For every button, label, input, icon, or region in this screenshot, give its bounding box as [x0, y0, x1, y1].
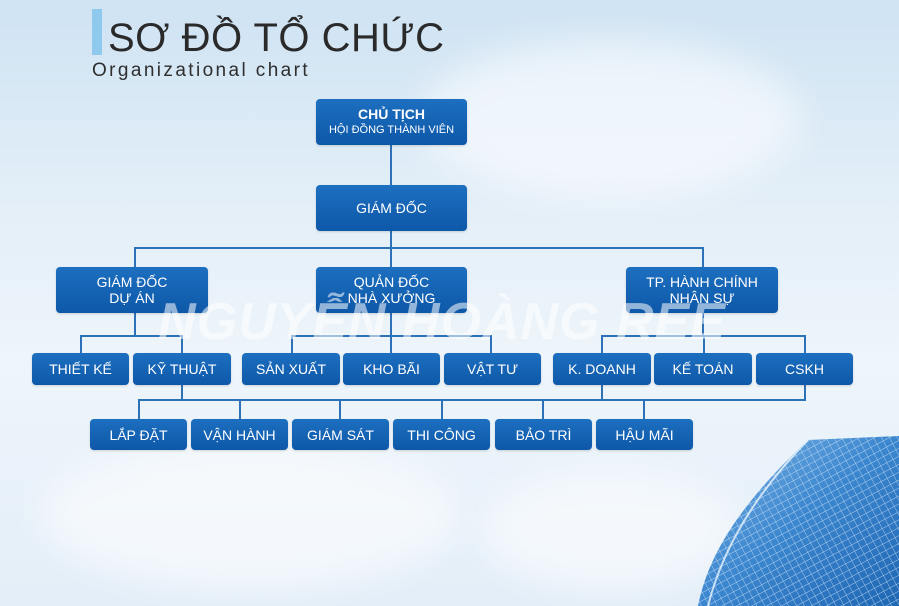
org-node-operation: VẬN HÀNH	[191, 419, 288, 450]
org-node-after-sales: HẬU MÃI	[596, 419, 693, 450]
connector-line	[134, 247, 136, 268]
connector-line	[702, 312, 704, 336]
org-node-design: THIẾT KẾ	[32, 353, 129, 385]
node-subtitle: NHÂN SỰ	[669, 290, 735, 306]
org-node-maintenance: BẢO TRÌ	[495, 419, 592, 450]
connector-line	[80, 335, 182, 337]
page-title: SƠ ĐỒ TỔ CHỨC	[108, 16, 445, 60]
org-node-accounting: KẾ TOÁN	[654, 353, 752, 385]
node-title: LẮP ĐẶT	[109, 426, 168, 443]
connector-line	[601, 335, 603, 354]
org-node-factory-manager: QUẢN ĐỐC NHÀ XƯỞNG	[316, 267, 467, 313]
node-title: THIẾT KẾ	[49, 361, 112, 377]
connector-line	[138, 399, 140, 419]
node-title: KẾ TOÁN	[672, 361, 734, 377]
org-node-project-director: GIÁM ĐỐC DỰ ÁN	[56, 267, 208, 313]
connector-line	[542, 399, 544, 419]
connector-line	[181, 384, 183, 400]
connector-line	[390, 335, 392, 354]
connector-line	[390, 144, 392, 186]
org-node-chairman: CHỦ TỊCH HỘI ĐỒNG THÀNH VIÊN	[316, 99, 467, 145]
connector-line	[390, 247, 392, 268]
org-node-supervision: GIÁM SÁT	[292, 419, 389, 450]
connector-line	[601, 384, 603, 400]
connector-line	[80, 335, 82, 354]
title-accent-bar	[92, 9, 102, 55]
node-title: KỸ THUẬT	[147, 361, 217, 377]
node-subtitle: HỘI ĐỒNG THÀNH VIÊN	[328, 124, 455, 136]
page-subtitle: Organizational chart	[92, 60, 311, 81]
org-node-materials: VẬT TƯ	[444, 353, 541, 385]
connector-line	[134, 247, 704, 249]
connector-line	[181, 335, 183, 354]
org-node-director: GIÁM ĐỐC	[316, 185, 467, 231]
node-title: CHỦ TỊCH	[358, 106, 425, 122]
connector-line	[703, 335, 705, 354]
connector-line	[702, 247, 704, 268]
org-node-customer-care: CSKH	[756, 353, 853, 385]
connector-line	[804, 384, 806, 400]
background-cloud	[40, 440, 460, 590]
connector-line	[239, 399, 241, 419]
glass-building-illustration	[698, 436, 899, 606]
node-subtitle: NHÀ XƯỞNG	[347, 290, 436, 306]
connector-line	[390, 312, 392, 336]
node-title: GIÁM ĐỐC	[356, 200, 427, 216]
node-title: KHO BÃI	[363, 361, 420, 377]
node-title: QUẢN ĐỐC	[353, 274, 430, 290]
node-title: BẢO TRÌ	[515, 426, 572, 443]
connector-line	[643, 399, 645, 419]
connector-line	[291, 335, 293, 354]
org-node-warehouse: KHO BÃI	[343, 353, 440, 385]
node-title: HẬU MÃI	[615, 426, 674, 443]
connector-line	[390, 230, 392, 248]
org-node-construction: THI CÔNG	[393, 419, 490, 450]
node-title: THI CÔNG	[407, 426, 476, 443]
node-title: GIÁM SÁT	[307, 426, 374, 443]
connector-line	[441, 399, 443, 419]
org-node-installation: LẮP ĐẶT	[90, 419, 187, 450]
node-title: CSKH	[785, 361, 824, 377]
background-cloud	[420, 40, 800, 200]
node-title: VẬT TƯ	[466, 361, 519, 377]
org-node-engineering: KỸ THUẬT	[133, 353, 231, 385]
node-title: K. DOANH	[568, 361, 636, 377]
background-cloud	[480, 470, 740, 590]
node-title: TP. HÀNH CHÍNH	[646, 274, 758, 290]
node-title: SẢN XUẤT	[255, 361, 326, 377]
connector-line	[138, 399, 806, 401]
node-title: GIÁM ĐỐC	[96, 274, 168, 290]
node-subtitle: DỰ ÁN	[109, 290, 155, 306]
connector-line	[804, 335, 806, 354]
org-node-sales: K. DOANH	[553, 353, 651, 385]
connector-line	[490, 335, 492, 354]
connector-line	[339, 399, 341, 419]
org-node-production: SẢN XUẤT	[242, 353, 340, 385]
connector-line	[134, 312, 136, 336]
org-node-hr-admin: TP. HÀNH CHÍNH NHÂN SỰ	[626, 267, 778, 313]
node-title: VẬN HÀNH	[203, 426, 276, 443]
